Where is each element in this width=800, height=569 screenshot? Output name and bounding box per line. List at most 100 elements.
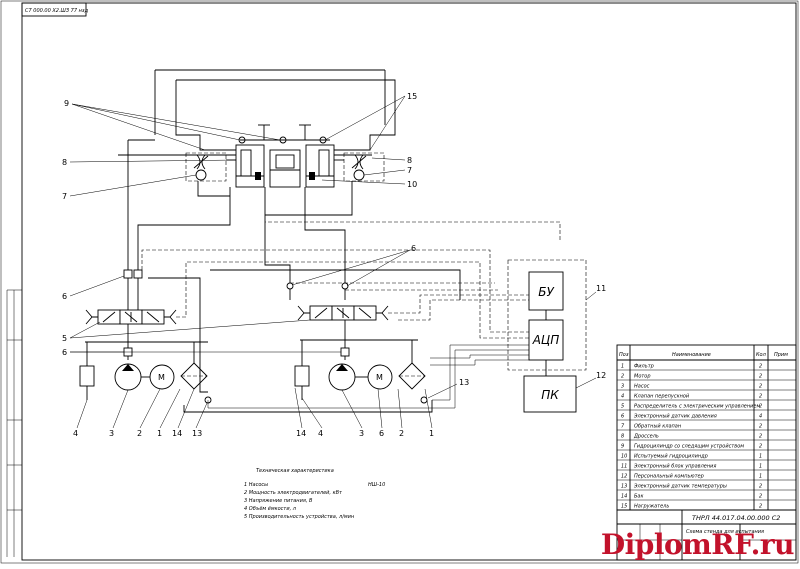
spec-row-name: Электронный блок управления <box>633 464 716 470</box>
callout-1-left: 1 <box>157 429 162 438</box>
callout-3-left: 3 <box>109 429 114 438</box>
spec-row-pos: 9 <box>621 444 624 450</box>
leader-lines <box>69 95 597 429</box>
callout-numbers: 9 8 7 15 8 7 10 6 6 5 6 11 12 13 4 3 2 1… <box>62 92 606 438</box>
spec-row-qty: 2 <box>759 364 762 370</box>
spec-row-qty: 2 <box>759 374 762 380</box>
return-line <box>183 400 433 413</box>
spec-row-pos: 11 <box>621 464 627 470</box>
watermark-logo: DiplomRF.ru <box>600 528 795 561</box>
callout-7-left: 7 <box>62 192 67 201</box>
pump-group-right: M <box>294 320 428 404</box>
tech-row-3: 3 Напряжение питания, В <box>244 498 313 504</box>
spec-row-qty: 2 <box>759 434 762 440</box>
spec-row-name: Дроссель <box>633 434 659 440</box>
callout-4-left: 4 <box>73 429 78 438</box>
spec-row-qty: 2 <box>759 424 762 430</box>
tech-title: Техническая характеристика <box>256 468 334 474</box>
control-unit-block <box>528 271 564 311</box>
pc-block <box>523 375 577 413</box>
callout-8-left: 8 <box>62 158 67 167</box>
spec-row-qty: 2 <box>759 484 762 490</box>
spec-row-pos: 14 <box>621 494 627 500</box>
pressure-sensor-right-a <box>286 282 294 290</box>
distributor-right <box>297 305 389 321</box>
cylinder-center <box>269 149 301 188</box>
callout-6-right: 6 <box>411 244 416 253</box>
spec-row-name: Клапан перепускной <box>634 394 690 400</box>
callout-6-left: 6 <box>62 292 67 301</box>
spec-row-pos: 3 <box>621 384 624 390</box>
spec-row-name: Фильтр <box>634 364 654 370</box>
callout-10: 10 <box>407 180 417 189</box>
spec-row-name: Электронный датчик давления <box>633 414 717 420</box>
spec-header-qty: Кол <box>756 352 767 358</box>
spec-row-name: Нагружатель <box>634 504 669 510</box>
spec-row-pos: 5 <box>621 404 624 410</box>
drawing-code: ТНРЛ 44.017.04.00.000 С2 <box>692 514 780 522</box>
spec-row-name: Мотор <box>634 374 651 380</box>
spec-row-qty: 1 <box>759 474 762 480</box>
spec-row-pos: 6 <box>621 414 624 420</box>
spec-row-pos: 1 <box>621 364 624 370</box>
signal-cables <box>141 221 561 409</box>
spec-header-note: Прим <box>774 352 788 358</box>
spec-row-pos: 7 <box>621 424 625 430</box>
callout-9: 9 <box>64 99 69 108</box>
adc-label: АЦП <box>532 333 560 347</box>
tech-row-2: 2 Мощность электродвигателей, кВт <box>244 490 343 496</box>
spec-row-name: Распределитель с электрическим управлени… <box>634 404 760 410</box>
stamp-box <box>21 2 87 17</box>
spec-row-pos: 2 <box>621 374 624 380</box>
tech-row-1-value: НШ-10 <box>368 482 385 488</box>
spec-row-qty: 2 <box>759 404 762 410</box>
drawing-frame <box>21 2 797 561</box>
throttle-right <box>343 152 385 182</box>
left-margin-strip <box>6 289 22 557</box>
callout-8-right: 8 <box>407 156 412 165</box>
title-block: ТНРЛ 44.017.04.00.000 С2 Схема стенда дл… <box>616 509 797 561</box>
throttle-left <box>185 152 227 182</box>
callout-3-right: 3 <box>359 429 364 438</box>
motor-right-symbol: M <box>376 373 383 382</box>
tech-row-5: 5 Производительность устройства, л/мин <box>244 514 355 520</box>
spec-row-name: Бак <box>634 494 644 500</box>
callout-6-lower: 6 <box>62 348 67 357</box>
spec-row-qty: 2 <box>759 444 762 450</box>
control-unit-label: БУ <box>538 285 554 299</box>
callout-1-right: 1 <box>429 429 434 438</box>
spec-row-name: Персональный компьютер <box>634 474 704 480</box>
spec-row-qty: 2 <box>759 494 762 500</box>
callout-4-right: 4 <box>318 429 323 438</box>
pc-label: ПК <box>541 388 559 402</box>
spec-row-qty: 1 <box>759 454 762 460</box>
callout-12: 12 <box>596 371 606 380</box>
motor-left-symbol: M <box>158 373 165 382</box>
callout-15: 15 <box>407 92 417 101</box>
callout-13-left: 13 <box>192 429 202 438</box>
spec-header-pos: Поз <box>619 352 629 358</box>
callout-2-left: 2 <box>137 429 142 438</box>
callout-14-right: 14 <box>296 429 306 438</box>
spec-row-qty: 1 <box>759 464 762 470</box>
spec-row-pos: 13 <box>621 484 627 490</box>
spec-row-qty: 4 <box>759 414 762 420</box>
callout-5: 5 <box>62 334 67 343</box>
tech-characteristics: Техническая характеристика 1 Насосы НШ-1… <box>244 468 385 520</box>
spec-row-pos: 15 <box>621 504 627 510</box>
cylinder-right <box>305 144 335 188</box>
callout-7-right: 7 <box>407 166 412 175</box>
callout-2-right: 2 <box>399 429 404 438</box>
spec-header-name: Наименование <box>672 352 711 358</box>
drawing-title: Схема стенда для испытания <box>686 529 764 535</box>
spec-row-qty: 2 <box>759 504 762 510</box>
spec-row-pos: 8 <box>621 434 624 440</box>
spec-row-name: Обратный клапан <box>634 424 682 430</box>
stamp-text: С7 000.00 Х2.ШЗ 77 нзд <box>25 8 89 14</box>
pressure-sensor-left-a <box>123 269 133 279</box>
spec-row-pos: 10 <box>621 454 627 460</box>
